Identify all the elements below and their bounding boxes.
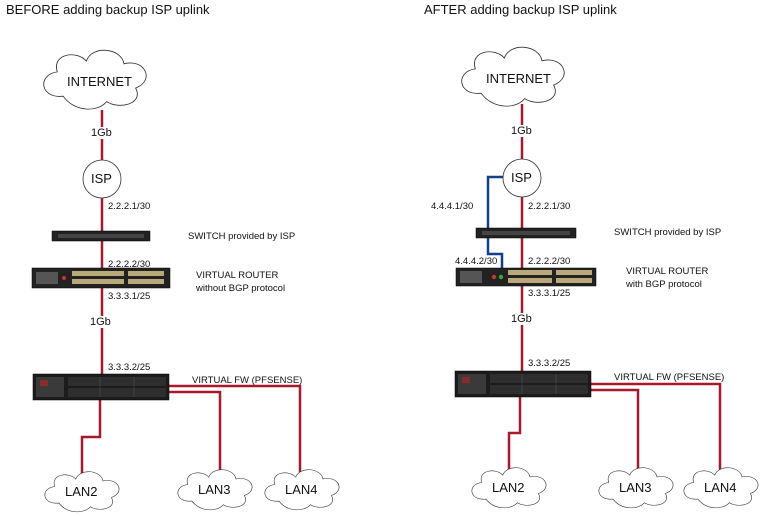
link-speed-label: 1Gb (90, 316, 111, 328)
link-fw-lan4 (168, 384, 302, 476)
internet-label: INTERNET (486, 71, 551, 86)
fw-ip-label: 3.3.3.2/25 (108, 362, 151, 373)
backup-router-ip-label: 4.4.4.2/30 (455, 256, 498, 267)
switch-label: SWITCH provided by ISP (614, 227, 722, 238)
link-fw-lan3 (588, 388, 640, 474)
router-label: VIRTUAL ROUTER (626, 266, 709, 277)
fw-label: VIRTUAL FW (PFSENSE) (614, 372, 725, 383)
isp-node (502, 158, 542, 198)
virtual-firewall (454, 370, 592, 398)
after-panel (454, 46, 759, 509)
link-fw-lan2 (80, 398, 102, 478)
lan-label: LAN4 (285, 482, 318, 497)
backup-uplink (486, 175, 504, 270)
backup-isp-ip-label: 4.4.4.1/30 (431, 201, 474, 212)
router-wan-ip-label: 2.2.2.2/30 (108, 259, 151, 270)
router-sublabel: without BGP protocol (196, 283, 286, 294)
internet-label: INTERNET (67, 74, 132, 89)
virtual-router (455, 267, 597, 287)
isp-ip-label: 2.2.2.1/30 (108, 201, 151, 212)
virtual-firewall (32, 373, 170, 401)
isp-label: ISP (91, 171, 112, 186)
lan-label: LAN3 (198, 482, 231, 497)
isp-ip-label: 2.2.2.1/30 (528, 201, 571, 212)
isp-switch (51, 230, 151, 242)
router-lan-ip-label: 3.3.3.1/25 (528, 288, 571, 299)
link-fw-lan3 (168, 390, 222, 476)
link-speed-label: 1Gb (511, 125, 532, 137)
link-speed-label: 1Gb (511, 313, 532, 325)
lan-label: LAN2 (65, 484, 98, 499)
fw-label: VIRTUAL FW (PFSENSE) (192, 375, 303, 386)
switch-label: SWITCH provided by ISP (188, 231, 296, 242)
router-sublabel: with BGP protocol (626, 279, 702, 290)
lan-label: LAN4 (704, 480, 737, 495)
isp-switch (475, 227, 577, 239)
router-lan-ip-label: 3.3.3.1/25 (108, 291, 151, 302)
virtual-router (31, 267, 171, 289)
router-wan-ip-label: 2.2.2.2/30 (528, 256, 571, 267)
link-speed-label: 1Gb (91, 127, 112, 139)
before-links (80, 110, 302, 478)
before-panel (31, 49, 340, 513)
lan-label: LAN2 (492, 480, 525, 495)
isp-label: ISP (511, 170, 532, 185)
after-title: AFTER adding backup ISP uplink (424, 2, 617, 17)
router-label: VIRTUAL ROUTER (196, 270, 279, 281)
isp-node (82, 159, 122, 199)
fw-ip-label: 3.3.3.2/25 (528, 358, 571, 369)
link-fw-lan2 (507, 395, 522, 474)
before-title: BEFORE adding backup ISP uplink (6, 2, 210, 17)
link-fw-lan4 (588, 382, 722, 474)
lan-label: LAN3 (619, 480, 652, 495)
